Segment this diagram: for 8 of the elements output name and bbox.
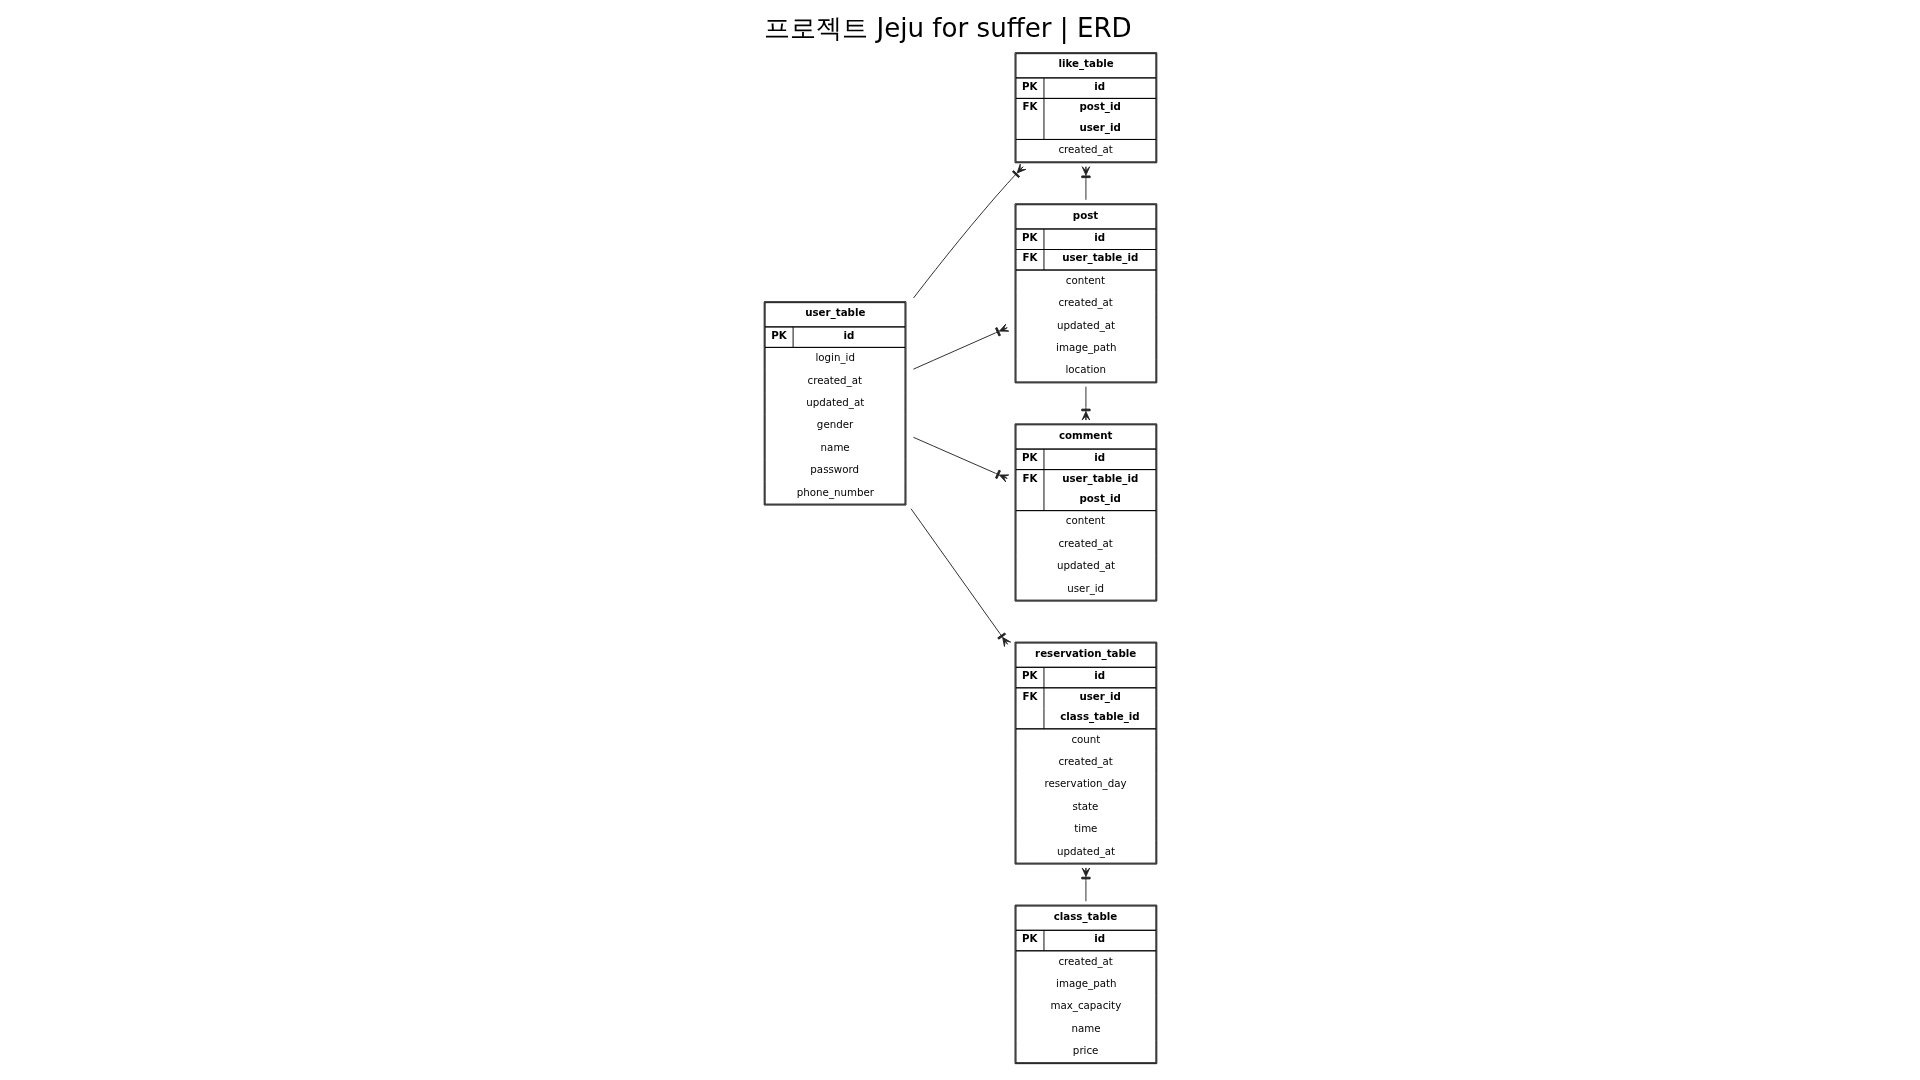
connector (1080, 386, 1091, 421)
connector (912, 163, 1026, 299)
connector (912, 323, 1009, 370)
diagram-title: 프로젝트 Jeju for suffer | ERD (763, 13, 1132, 44)
connector (1080, 867, 1091, 902)
connector (1080, 166, 1091, 201)
connector (912, 436, 1009, 483)
connector (910, 508, 1011, 647)
